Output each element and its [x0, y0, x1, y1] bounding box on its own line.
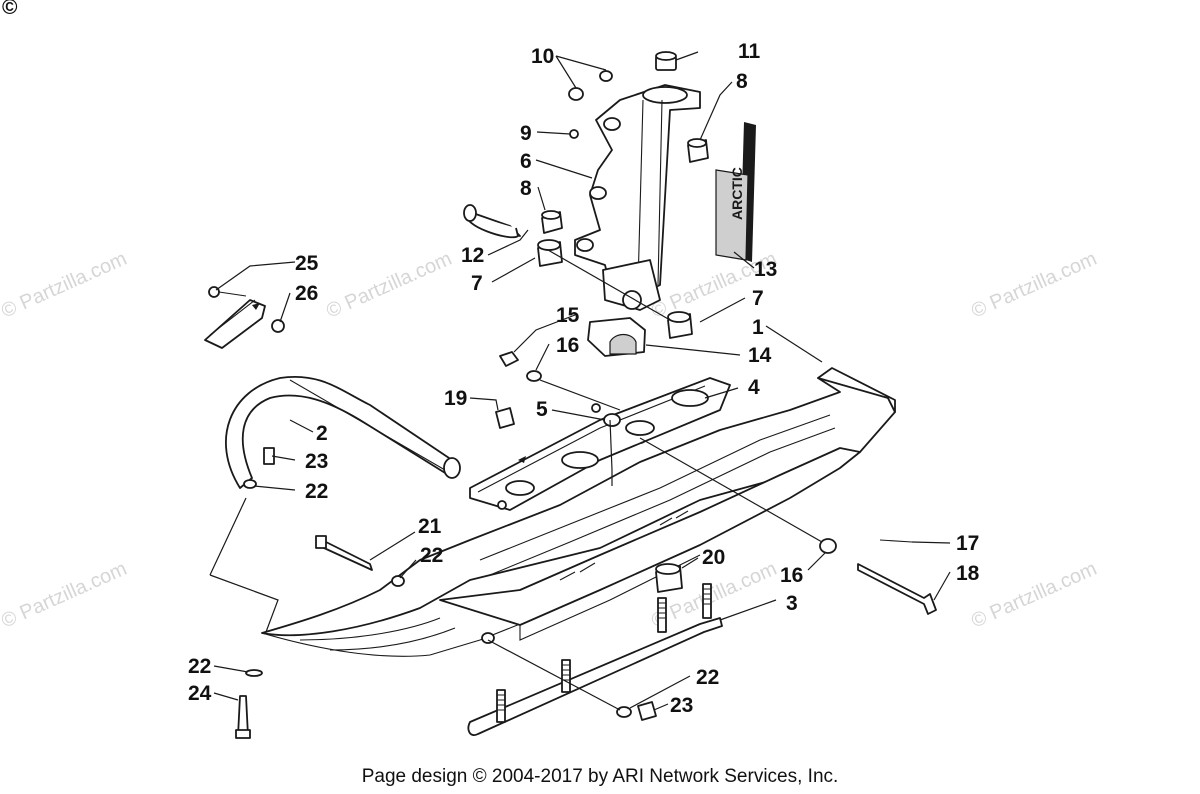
- callout-18: 18: [956, 562, 980, 585]
- decal-text: ARCTIC: [729, 167, 745, 220]
- watermark: © Partzilla.com: [968, 558, 1100, 633]
- stop-block: [587, 317, 646, 357]
- callout-15: 15: [556, 304, 580, 327]
- callout-8: 8: [520, 177, 532, 200]
- callout-9: 9: [520, 122, 532, 145]
- callout-13: 13: [754, 258, 777, 281]
- callout-7: 7: [752, 287, 764, 310]
- footer-copyright: Page design © 2004-2017 by ARI Network S…: [362, 766, 839, 787]
- wear-bar: [467, 583, 723, 736]
- callout-16: 16: [556, 334, 579, 357]
- callout-12: 12: [461, 244, 484, 267]
- callout-5: 5: [536, 398, 548, 421]
- ski-body: [261, 367, 896, 657]
- callout-21: 21: [418, 515, 442, 538]
- watermark: © Partzilla.com: [0, 558, 130, 633]
- callout-19: 19: [444, 387, 467, 410]
- callout-25: 25: [295, 252, 319, 275]
- hardware: [235, 51, 937, 739]
- callout-23: 23: [305, 450, 328, 473]
- callout-3: 3: [786, 592, 798, 615]
- callout-14: 14: [748, 344, 772, 367]
- corner-copyright-mark: ©: [2, 0, 18, 19]
- callout-1: 1: [752, 316, 764, 339]
- callout-8: 8: [736, 70, 748, 93]
- callout-17: 17: [956, 532, 979, 555]
- callout-16: 16: [780, 564, 803, 587]
- callout-22: 22: [696, 666, 719, 689]
- callout-26: 26: [295, 282, 318, 305]
- saddle-bracket: [469, 377, 731, 511]
- callout-10: 10: [531, 45, 554, 68]
- callout-24: 24: [188, 682, 212, 705]
- leader-lines: [209, 51, 951, 711]
- callout-11: 11: [738, 40, 761, 63]
- bumper-bracket: [204, 286, 285, 349]
- watermarks: © Partzilla.com © Partzilla.com © Partzi…: [0, 248, 1100, 633]
- decal: ARCTIC: [715, 122, 756, 262]
- spindle: [574, 84, 701, 311]
- callout-2: 2: [316, 422, 328, 445]
- callout-7: 7: [471, 272, 483, 295]
- ski-handle: [225, 376, 461, 489]
- watermark: © Partzilla.com: [323, 248, 455, 323]
- callout-labels: 10 11 8 9 6 8 12 7 13 25 26 15 16 7 1 14…: [188, 40, 980, 717]
- callout-23: 23: [670, 694, 693, 717]
- callout-22: 22: [188, 655, 211, 678]
- callout-22: 22: [305, 480, 328, 503]
- callout-4: 4: [748, 376, 760, 399]
- watermark: © Partzilla.com: [968, 248, 1100, 323]
- callout-22: 22: [420, 544, 443, 567]
- watermark: © Partzilla.com: [0, 248, 130, 323]
- callout-6: 6: [520, 150, 532, 173]
- callout-20: 20: [702, 546, 725, 569]
